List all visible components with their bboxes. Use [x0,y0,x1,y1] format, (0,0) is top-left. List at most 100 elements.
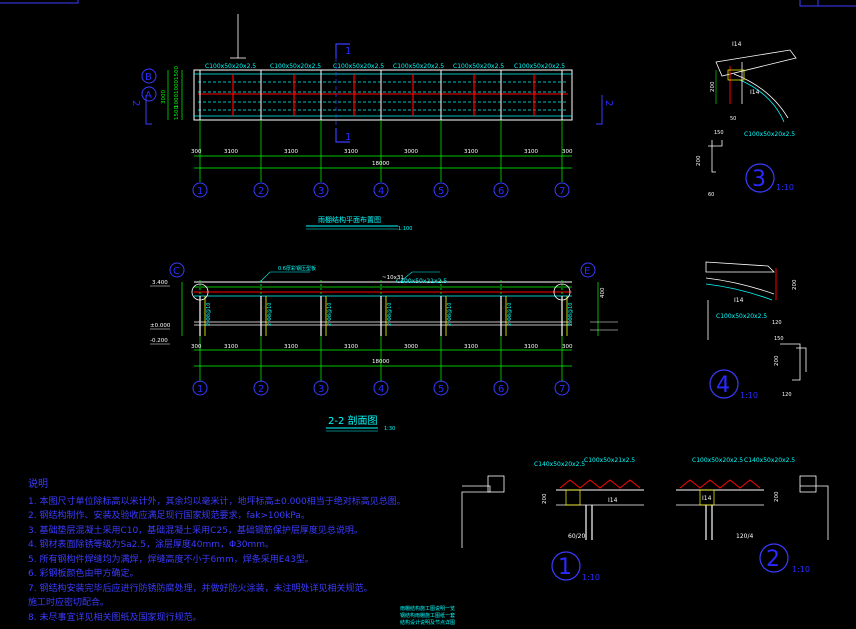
detail1-label: C100x50x21x2.5 [584,457,635,464]
notes-line: 5. 所有钢构件焊缝均为满焊，焊缝高度不小于6mm，焊条采用E43型。 [28,554,314,565]
elev-column-label: 2-Φ8@10 [327,303,333,326]
plan-bay-dim: 3100 [224,149,238,155]
detail4-label: 200 [792,279,798,290]
plan-purlin-label: C100x50x20x2.5 [205,63,256,70]
plan-axis-number: 4 [378,186,384,197]
elev-bay-dim: 3100 [224,344,238,350]
plan-left-dim: 3000 [161,90,167,104]
notes-line: 6. 彩钢板颜色由甲方确定。 [28,569,139,579]
elev-axis-number: 1 [197,384,203,395]
notes-title: 说明 [28,479,48,490]
elev-bay-dim: 3100 [344,344,358,350]
elev-bay-dim: 300 [191,344,202,350]
plan-title: 雨棚结构平面布置图 [318,215,381,224]
plan-bay-dim: 3100 [524,149,538,155]
notes-line: 1. 本图尺寸单位除标高以米计外，其余均以毫米计，地坪标高±0.000相当于绝对… [28,496,406,507]
notes-line: 8. 未尽事宜详见相关图纸及国家现行规范。 [28,612,202,623]
plan-bay-dim: 3100 [284,149,298,155]
detail3-number: 3 [752,167,766,192]
detail2-label: 120/4 [736,533,753,540]
notes-line: 7. 钢结构安装完毕后应进行防锈防腐处理，并做好防火涂装，未注明处详见相关规范。 [28,583,373,594]
detail4-label: I14 [734,297,744,304]
detail2-label: C100x50x20x2.5 [692,457,743,464]
bottom-note-line: 钢结构雨棚施工图纸一套 [400,613,456,619]
elev-axis-number: 4 [378,384,384,395]
plan-axis-number: 6 [498,186,504,197]
elev-scale: 1:30 [384,426,395,432]
detail1-scale: 1:10 [582,573,600,582]
elev-axis-number: 6 [498,384,504,395]
elev-angle-label: ~10x31 [382,275,404,281]
detail4-label: 200 [774,355,780,366]
elev-left-level: ±0.000 [150,323,171,329]
detail4-number: 4 [716,373,730,398]
plan-left-dim: 1000 [174,80,180,94]
elev-axis-number: 3 [318,384,324,395]
elev-right-dim: 400 [600,287,606,298]
elev-total-dim: 18000 [372,359,390,365]
plan-scale: 1:100 [398,226,412,232]
elev-column-label: 2-Φ8@10 [206,303,212,326]
plan-left-dim: 1500 [174,66,180,80]
elev-axis-number: 2 [258,384,264,395]
detail2-scale: 1:10 [792,565,810,574]
general-notes: 说明 1. 本图尺寸单位除标高以米计外，其余均以毫米计，地坪标高±0.000相当… [28,478,406,625]
plan-bay-dim: 3100 [344,149,358,155]
frame-fragments [0,0,856,7]
elev-bay-dim: 3100 [284,344,298,350]
detail1-number: 1 [558,555,572,580]
detail-3: I14 I14 C100x50x20x2.5 200 50 150 200 60… [696,41,797,198]
detail4-label: 120 [782,392,792,398]
detail3-label: 150 [714,130,724,136]
plan-axis-number: 2 [258,186,264,197]
notes-line: 4. 钢材表面除锈等级为Sa2.5，涂层厚度40mm，Φ30mm。 [28,540,275,550]
detail-2: C100x50x20x2.5 C140x50x20x2.5 I14 200 12… [676,457,829,574]
elev-bay-dim: 300 [562,344,573,350]
axis-letter-a: A [145,90,152,101]
plan-view: C100x50x20x2.5 C100x50x20x2.5 C100x50x20… [130,14,614,232]
elev-left-level: -0.200 [150,338,168,344]
detail3-label: 50 [730,116,736,122]
detail3-label: 200 [696,155,702,166]
plan-purlin-label: C100x50x20x2.5 [514,63,565,70]
plan-left-dim: 1000 [174,94,180,108]
detail4-label: 150 [774,336,784,342]
elev-bay-dim: 3100 [464,344,478,350]
detail3-label: 60 [708,192,714,198]
detail1-label: 200 [542,493,548,504]
detail4-label: 120 [772,320,782,326]
detail1-label: C140x50x20x2.5 [534,461,585,468]
plan-total-dim: 18000 [372,161,390,167]
elev-beam-label: C100x50x21x2.5 [396,278,447,285]
elev-axis-number: 5 [438,384,444,395]
notes-line: 2. 钢结构制作、安装及验收应满足现行国家规范要求，fak>100kPa。 [28,511,310,521]
detail3-label: I14 [750,89,760,96]
plan-purlin-label: C100x50x20x2.5 [270,63,321,70]
detail2-label: 200 [774,491,780,502]
plan-bay-dim: 300 [191,149,202,155]
elev-top-label: 0.6厚彩钢压型板 [278,265,316,272]
elev-column-label: 2-Φ8@10 [507,303,513,326]
detail3-label: C100x50x20x2.5 [744,131,795,138]
axis-letter-b: B [145,72,152,83]
detail1-label: 60/20 [568,533,585,540]
detail3-label: I14 [732,41,742,48]
plan-purlin-label: C100x50x20x2.5 [333,63,384,70]
notes-line: 施工时应密切配合。 [28,598,110,608]
plan-bay-dim: 3000 [404,149,418,155]
section-mark-bottom: 1 [345,132,351,143]
detail2-label: C140x50x20x2.5 [744,457,795,464]
elev-axis-right: E [584,266,590,277]
plan-axis-number: 3 [318,186,324,197]
detail4-scale: 1:10 [740,391,758,400]
detail3-label: 200 [710,81,716,92]
plan-bay-dim: 300 [562,149,573,155]
plan-purlin-label: C100x50x20x2.5 [453,63,504,70]
elev-column-label: 2-Φ8@10 [267,303,273,326]
section-mark-top: 1 [345,46,351,57]
detail2-label: I14 [702,495,712,502]
elev-column-label: 2-Φ8@10 [447,303,453,326]
detail4-label: C100x50x20x2.5 [716,313,767,320]
detail-4: I14 C100x50x20x2.5 200 120 150 200 120 4… [705,261,807,400]
